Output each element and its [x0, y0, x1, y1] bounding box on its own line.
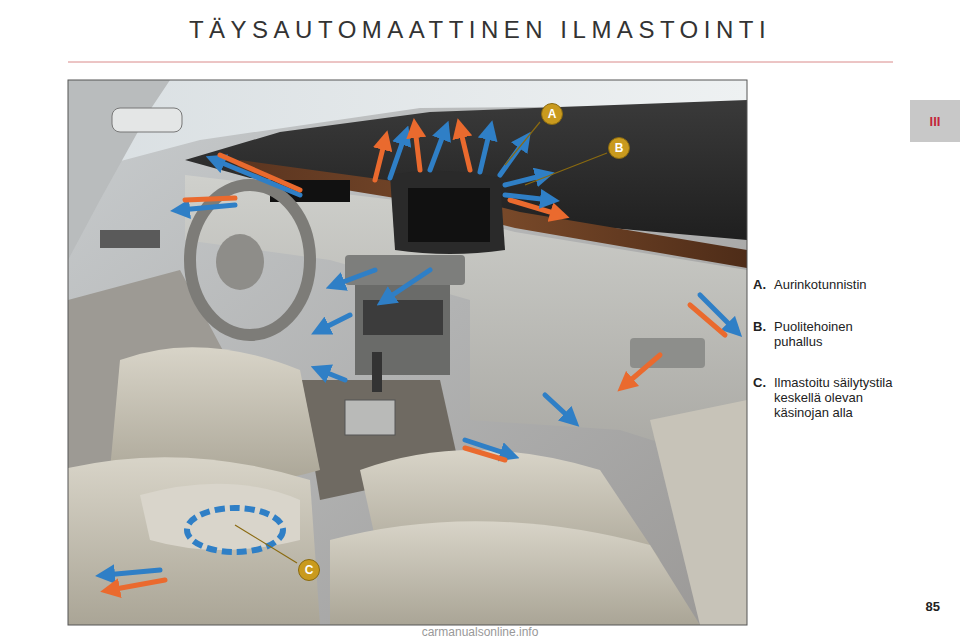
page-title: TÄYSAUTOMAATTINEN ILMASTOINTI [0, 16, 960, 44]
page-number: 85 [900, 600, 940, 615]
node-text: C [305, 563, 314, 577]
legend-key: A. [753, 278, 775, 293]
legend-key: C. [753, 376, 775, 391]
node-text: A [548, 107, 557, 121]
callout-letter: C [298, 559, 320, 581]
illustration [68, 80, 747, 625]
node-text: III [930, 114, 941, 129]
node-text: B [615, 141, 624, 155]
header-rule [68, 62, 893, 63]
callout-letter: A [541, 103, 563, 125]
legend-text: Puolitehoinen puhallus [774, 320, 889, 350]
callout-letter: B [608, 137, 630, 159]
legend-text: Aurinkotunnistin [774, 278, 904, 293]
legend-text: Ilmastoitu säilytystila keskellä olevan … [774, 376, 896, 421]
chapter-tab: III [910, 100, 960, 142]
legend-key: B. [753, 320, 775, 335]
watermark: carmanualsonline.info [330, 626, 630, 640]
